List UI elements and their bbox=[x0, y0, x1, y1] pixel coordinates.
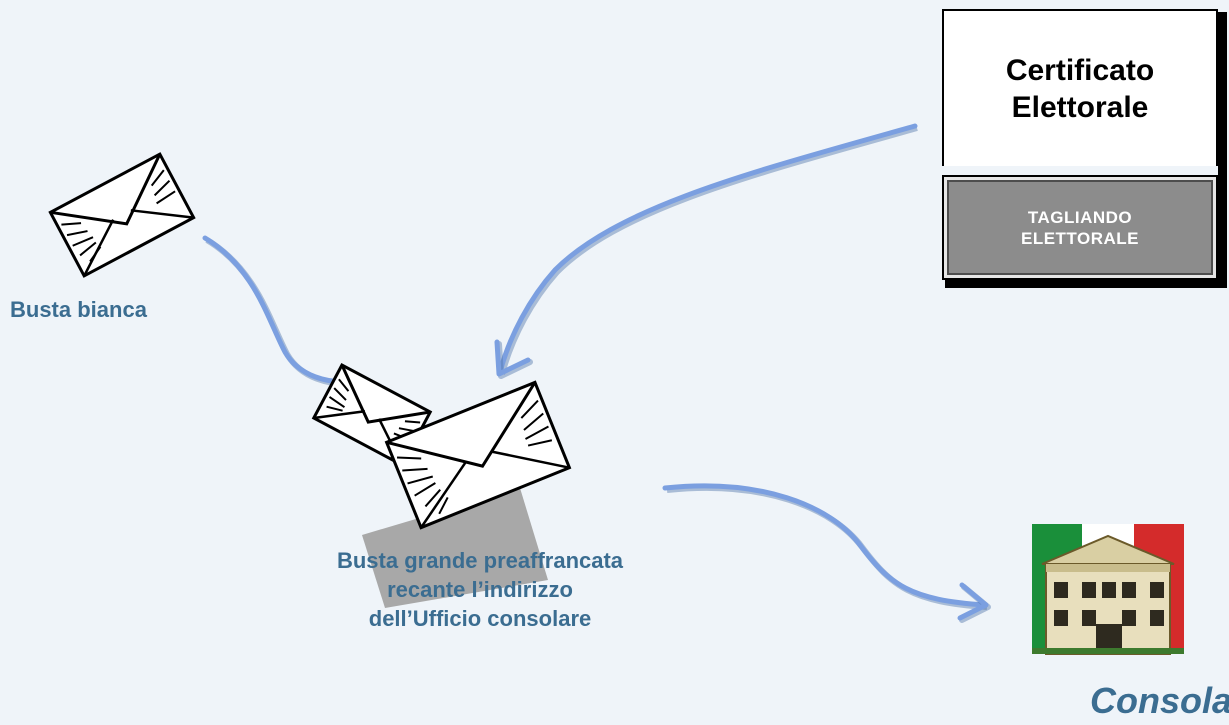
certificate-title-line2: Elettorale bbox=[1011, 90, 1149, 124]
envelope-icon bbox=[384, 380, 572, 530]
consulate-label: Consolato bbox=[1090, 680, 1229, 721]
consulate-building-icon bbox=[1032, 524, 1184, 655]
arrow-white-to-large bbox=[202, 235, 348, 387]
large-envelope-label-line1: Busta grande preaffrancata bbox=[336, 548, 624, 573]
white-envelope-label: Busta bianca bbox=[10, 297, 147, 322]
certificate-header: Certificato Elettorale bbox=[942, 9, 1218, 168]
electoral-stub: TAGLIANDO ELETTORALE bbox=[942, 175, 1218, 280]
stub-title-line1: TAGLIANDO bbox=[1027, 207, 1133, 227]
arrow-envelope-to-consulate bbox=[662, 483, 991, 623]
large-envelope-body bbox=[362, 488, 548, 608]
certificate-title: Certificato Elettorale bbox=[1006, 52, 1154, 126]
large-envelope-label: Busta grande preaffrancata recante l’ind… bbox=[230, 546, 730, 633]
arrow-certificate-to-envelope bbox=[494, 123, 918, 379]
certificate-separator bbox=[942, 166, 1218, 175]
large-envelope-label-line3: dell’Ufficio consolare bbox=[368, 606, 592, 631]
large-envelope-label-line2: recante l’indirizzo bbox=[387, 577, 573, 602]
certificate-title-line1: Certificato bbox=[1005, 53, 1155, 87]
stub-title-line2: ELETTORALE bbox=[1020, 228, 1140, 248]
envelope-icon bbox=[48, 152, 196, 278]
electoral-certificate: Certificato Elettorale TAGLIANDO ELETTOR… bbox=[942, 9, 1218, 280]
stub-title: TAGLIANDO ELETTORALE bbox=[1021, 207, 1139, 249]
